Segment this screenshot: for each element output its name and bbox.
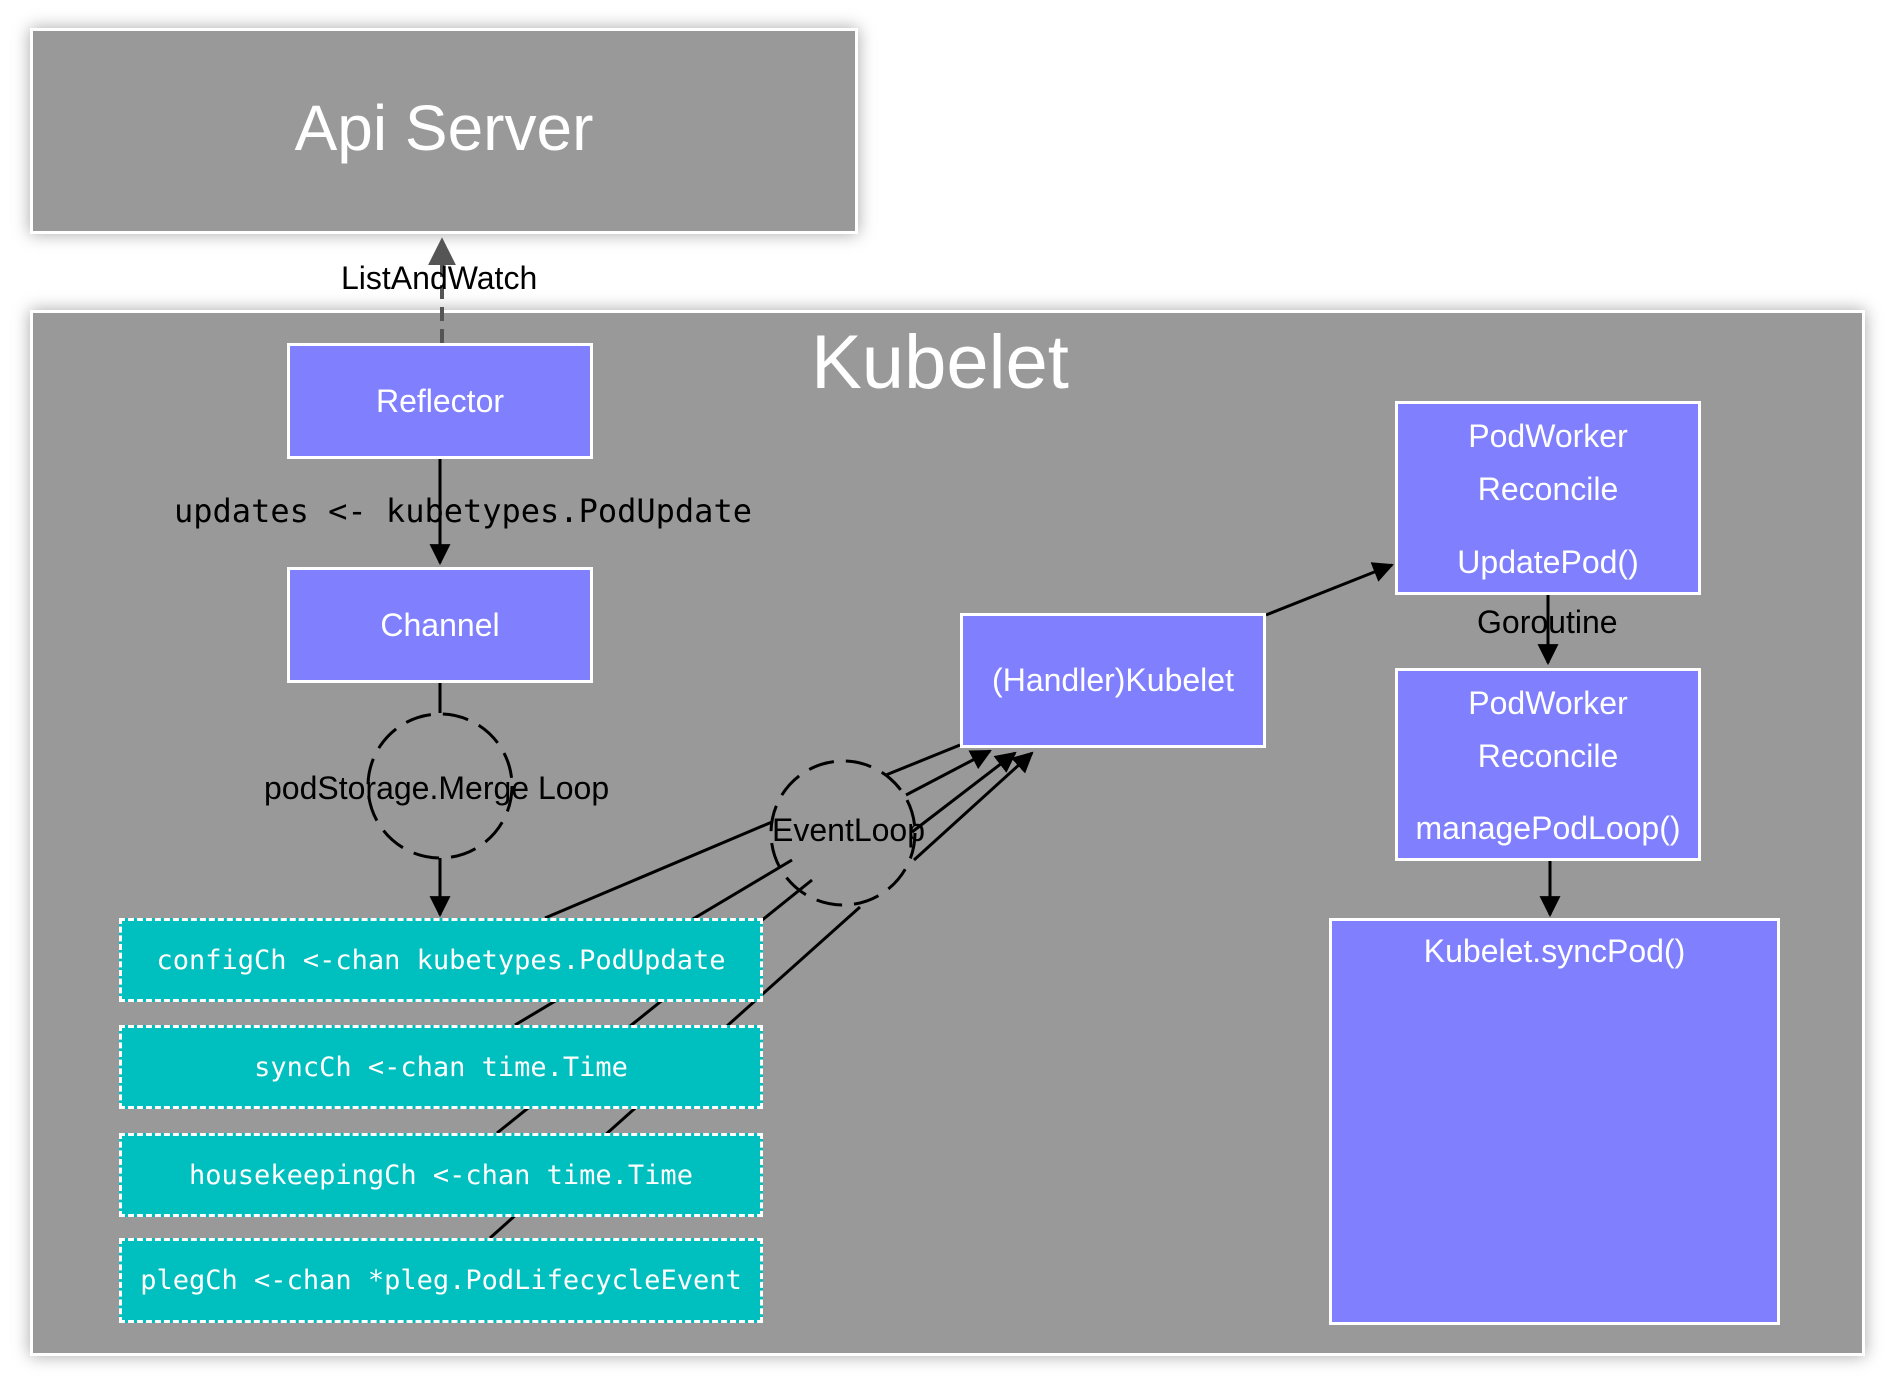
merge-loop-label: podStorage.Merge Loop (264, 770, 610, 806)
podworker-managepodloop-line3: managePodLoop() (1415, 810, 1681, 846)
channel-node[interactable]: Channel (287, 567, 593, 683)
syncch-channel[interactable]: syncCh <-chan time.Time (119, 1025, 763, 1109)
configch-channel[interactable]: configCh <-chan kubetypes.PodUpdate (119, 918, 763, 1002)
event-loop-circle (769, 759, 917, 907)
podworker-managepodloop-line2: Reconcile (1477, 737, 1619, 774)
reflector-node[interactable]: Reflector (287, 343, 593, 459)
podworker-updatepod-line3: UpdatePod() (1457, 544, 1639, 580)
kubelet-syncpod-label: Kubelet.syncPod() (1423, 933, 1686, 969)
updates-label: updates <- kubetypes.PodUpdate (174, 492, 752, 530)
podworker-managepodloop-node[interactable]: PodWorker Reconcile managePodLoop() (1395, 668, 1701, 861)
kubelet-title: Kubelet (811, 320, 1069, 405)
podworker-updatepod-line1: PodWorker (1468, 418, 1628, 454)
configch-to-eventloop-edge (544, 820, 773, 920)
event-loop-label: EventLoop (772, 812, 926, 848)
goroutine-label: Goroutine (1477, 604, 1618, 640)
api-server-panel: Api Server (30, 28, 858, 234)
handler-kubelet-node[interactable]: (Handler)Kubelet (960, 613, 1266, 748)
handler-to-podworker-edge (1265, 562, 1394, 617)
plegch-channel[interactable]: plegCh <-chan *pleg.PodLifecycleEvent (119, 1238, 763, 1323)
podworker-managepodloop-line1: PodWorker (1468, 685, 1628, 721)
kubelet-syncpod-node[interactable]: Kubelet.syncPod() (1329, 918, 1780, 1325)
list-and-watch-label: ListAndWatch (341, 260, 538, 296)
podworker-updatepod-line2: Reconcile (1477, 471, 1619, 507)
eventloop-to-handler-edge-4 (912, 751, 1034, 862)
merge-loop-circle (366, 712, 514, 860)
eventloop-to-handler-edge-3 (911, 751, 1017, 834)
eventloop-to-handler-edge-2 (905, 749, 992, 797)
api-server-title: Api Server (294, 92, 594, 164)
podworker-updatepod-node[interactable]: PodWorker Reconcile UpdatePod() (1395, 401, 1701, 595)
eventloop-to-handler-edge-1 (885, 743, 961, 777)
housekeepingch-channel[interactable]: housekeepingCh <-chan time.Time (119, 1133, 763, 1217)
